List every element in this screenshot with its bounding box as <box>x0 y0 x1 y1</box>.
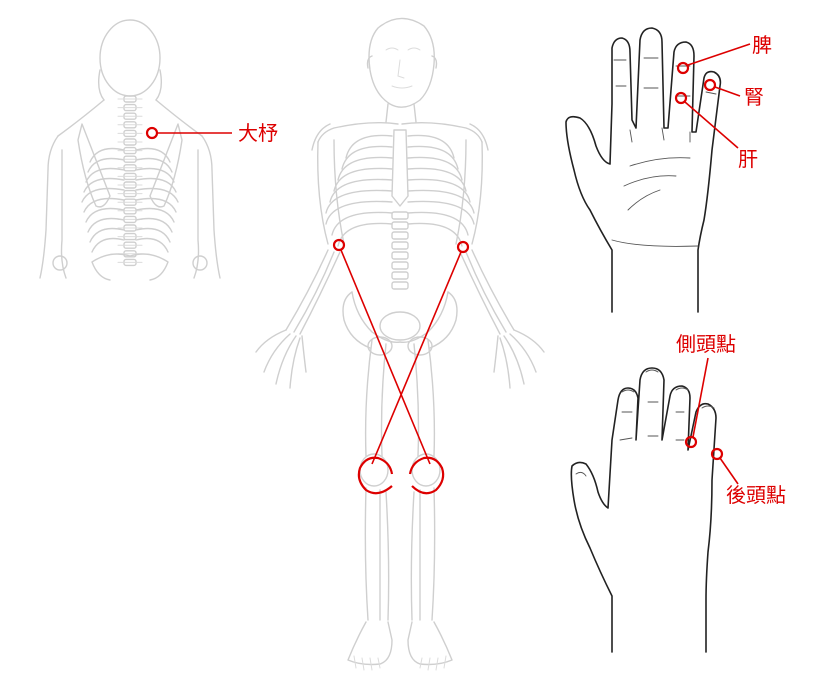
rib <box>135 197 177 213</box>
rib <box>87 157 125 173</box>
rib <box>89 227 125 243</box>
rib <box>407 156 463 181</box>
rib <box>91 237 125 253</box>
rib <box>341 145 393 170</box>
point-labels: 大杼 脾 腎 肝 側頭點 後頭點 <box>238 33 786 507</box>
cetoudian-leader-line <box>692 357 709 438</box>
rib <box>135 157 173 173</box>
rib <box>407 200 475 225</box>
gan-point-marker <box>674 91 688 105</box>
rib <box>135 167 175 183</box>
shen-label: 腎 <box>744 85 764 109</box>
right-knee-arc-marker <box>408 456 445 495</box>
cetoudian-label: 側頭點 <box>676 332 736 356</box>
rib <box>337 156 393 181</box>
vertebra <box>391 281 409 290</box>
rib <box>325 189 393 214</box>
vertebra <box>391 241 409 250</box>
cetoudian-point-marker <box>684 435 698 449</box>
rib <box>135 217 173 233</box>
vertebra <box>391 251 409 260</box>
right-elbow-to-left-knee-line <box>371 251 462 465</box>
right-elbow-point-marker <box>456 240 470 254</box>
rib <box>135 187 179 203</box>
vertebra <box>391 221 409 230</box>
left-elbow-point-marker <box>332 238 346 252</box>
pi-point-marker <box>676 61 690 75</box>
back-skeleton-figure <box>39 19 221 281</box>
rib <box>407 178 471 203</box>
vertebra <box>391 261 409 270</box>
rib <box>407 189 475 214</box>
rib <box>407 134 455 159</box>
shen-leader-line <box>714 86 741 97</box>
vertebra <box>391 231 409 240</box>
left-knee-arc-marker <box>357 456 394 495</box>
rib <box>407 145 459 170</box>
rib <box>89 147 125 163</box>
dazhu-point-marker <box>145 126 159 140</box>
rib <box>337 222 393 247</box>
rib <box>135 227 171 243</box>
houtoudian-label: 後頭點 <box>726 483 786 507</box>
rib <box>135 147 171 163</box>
rib <box>331 211 393 236</box>
rib <box>81 187 125 203</box>
vertebra <box>391 271 409 280</box>
rib <box>345 134 393 159</box>
pi-leader-line <box>687 43 751 66</box>
houtoudian-leader-line <box>719 457 739 485</box>
dazhu-label: 大杼 <box>238 121 278 145</box>
rib <box>407 222 463 247</box>
rib <box>135 177 177 193</box>
rib <box>85 167 125 183</box>
houtoudian-point-marker <box>710 447 724 461</box>
rib <box>83 197 125 213</box>
rib <box>329 178 393 203</box>
rib <box>87 217 125 233</box>
front-skeleton-figure <box>255 17 545 671</box>
vertebra <box>391 211 409 220</box>
gan-label: 肝 <box>738 147 758 171</box>
left-elbow-to-right-knee-line <box>340 249 431 465</box>
rib <box>325 200 393 225</box>
pi-label: 脾 <box>752 33 772 57</box>
back-hand-figure <box>570 367 717 653</box>
gan-leader-line <box>684 101 739 149</box>
rib <box>135 237 169 253</box>
palm-hand-figure <box>565 27 722 313</box>
rib <box>135 207 175 223</box>
rib <box>83 177 125 193</box>
acupoint-markers <box>145 43 751 495</box>
shen-point-marker <box>703 78 717 92</box>
rib <box>85 207 125 223</box>
rib <box>407 211 469 236</box>
